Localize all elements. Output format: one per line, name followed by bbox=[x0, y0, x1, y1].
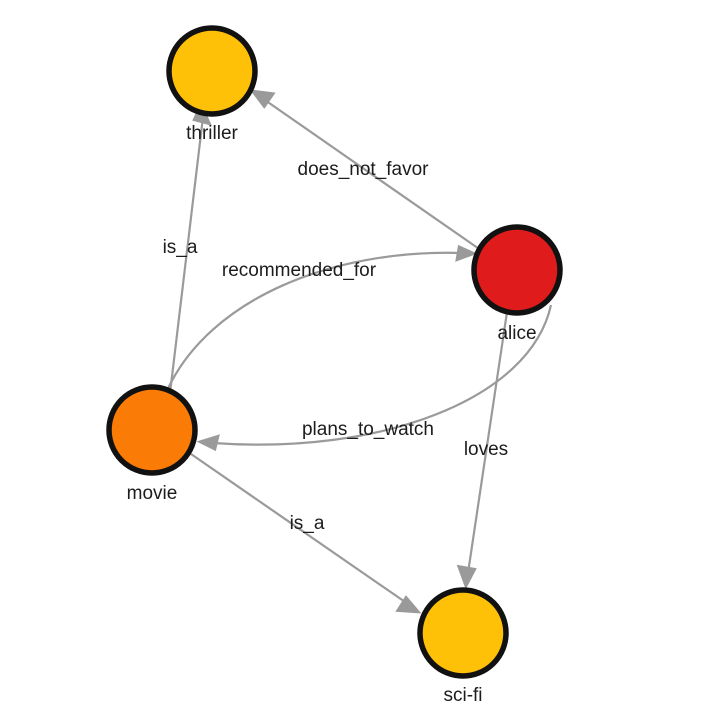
edge-line bbox=[169, 116, 205, 390]
node-label-sci-fi: sci-fi bbox=[443, 685, 482, 706]
edge-alice-movie[interactable] bbox=[196, 304, 553, 452]
edges-layer bbox=[167, 89, 553, 614]
edge-line bbox=[212, 304, 553, 446]
arrowhead-icon bbox=[196, 434, 220, 452]
edge-label-is-a-thriller: is_a bbox=[163, 237, 198, 258]
edge-label-recommended-for: recommended_for bbox=[222, 260, 377, 281]
arrowhead-icon bbox=[249, 89, 276, 109]
edge-movie-scifi[interactable] bbox=[190, 453, 422, 614]
node-label-alice: alice bbox=[497, 323, 536, 344]
node-sci-fi-circle[interactable] bbox=[417, 587, 509, 679]
edge-labels-layer: does_not_favor is_a recommended_for plan… bbox=[163, 159, 509, 534]
node-label-movie: movie bbox=[127, 483, 178, 504]
node-alice-circle[interactable] bbox=[471, 224, 563, 316]
edge-alice-thriller[interactable] bbox=[249, 89, 480, 250]
edge-line bbox=[261, 97, 480, 250]
edge-line bbox=[190, 453, 409, 605]
nodes-layer bbox=[106, 25, 563, 679]
edge-label-loves: loves bbox=[464, 439, 508, 460]
edge-label-plans-to-watch: plans_to_watch bbox=[302, 419, 434, 440]
arrowhead-icon bbox=[395, 595, 422, 614]
node-movie-circle[interactable] bbox=[106, 384, 198, 476]
edge-line bbox=[466, 311, 509, 574]
node-label-thriller: thriller bbox=[186, 123, 238, 144]
arrowhead-icon bbox=[456, 564, 477, 590]
edge-label-is-a-scifi: is_a bbox=[290, 513, 325, 534]
node-sci-fi[interactable] bbox=[417, 587, 509, 679]
node-thriller[interactable] bbox=[166, 25, 258, 117]
node-alice[interactable] bbox=[471, 224, 563, 316]
arrowhead-icon bbox=[455, 244, 478, 262]
edge-line bbox=[167, 251, 463, 389]
edge-alice-scifi[interactable] bbox=[456, 311, 509, 590]
node-thriller-circle[interactable] bbox=[166, 25, 258, 117]
edge-movie-alice[interactable] bbox=[167, 244, 478, 389]
node-labels-layer: thriller alice movie sci-fi bbox=[127, 123, 537, 706]
node-movie[interactable] bbox=[106, 384, 198, 476]
edge-label-does-not-favor: does_not_favor bbox=[298, 159, 430, 180]
